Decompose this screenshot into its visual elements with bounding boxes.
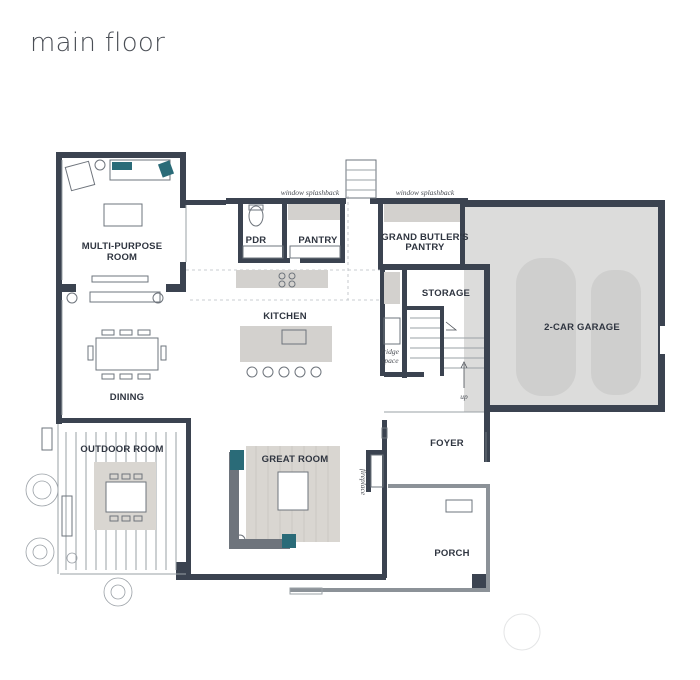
outdoor-table-icon — [105, 481, 147, 513]
label-porch: PORCH — [434, 548, 469, 559]
label-multi-purpose-2: ROOM — [107, 252, 137, 263]
label-pdr: PDR — [246, 235, 267, 246]
pantry-shelf — [288, 204, 340, 220]
note-fireplace: fireplace — [359, 469, 368, 496]
stairs — [410, 317, 484, 388]
fridge-space — [383, 317, 401, 345]
vanity-icon — [242, 245, 284, 259]
plan-notes: window splashback window splashback frid… — [281, 188, 468, 496]
room-labels: MULTI-PURPOSE ROOM PDR PANTRY GRAND BUTL… — [80, 232, 619, 559]
dining-table-icon — [95, 337, 159, 371]
armchair-icon — [64, 160, 96, 192]
fridge-counter — [384, 272, 400, 304]
cooktop-icon — [278, 272, 286, 280]
car-left-icon — [516, 258, 576, 396]
note-fridge-1: fridge — [381, 347, 400, 356]
tree-icon — [25, 473, 133, 607]
sink-icon — [281, 329, 307, 345]
kitchen-fixtures — [236, 270, 401, 378]
label-multi-purpose-1: MULTI-PURPOSE — [82, 241, 163, 252]
label-kitchen: KITCHEN — [263, 311, 307, 322]
bench-icon — [61, 495, 73, 537]
label-dining: DINING — [110, 392, 144, 403]
label-pantry: PANTRY — [298, 235, 338, 246]
sectional-sofa-icon — [229, 452, 290, 549]
label-storage: STORAGE — [422, 288, 470, 299]
garage-area — [460, 200, 665, 412]
multi-purpose-furniture — [64, 159, 175, 304]
sideboard-icon — [89, 291, 161, 303]
great-room-furniture — [229, 427, 388, 549]
label-foyer: FOYER — [430, 438, 464, 449]
coffee-table-icon — [103, 203, 143, 227]
rear-steps-icon — [345, 159, 377, 199]
page-title: main floor — [30, 28, 166, 58]
walls — [56, 152, 490, 592]
outdoor-room — [25, 427, 177, 607]
label-grand-butlers-1: GRAND BUTLER'S — [381, 232, 468, 243]
porch-details — [345, 159, 541, 651]
accent-chair-icon — [230, 450, 244, 470]
label-outdoor-room: OUTDOOR ROOM — [80, 444, 163, 455]
note-splashback-right: window splashback — [396, 188, 455, 197]
note-stair-up: up — [460, 392, 468, 401]
label-garage: 2-CAR GARAGE — [544, 322, 620, 333]
step-icon — [41, 427, 53, 451]
butler-shelf — [384, 204, 460, 222]
note-splashback-left: window splashback — [281, 188, 340, 197]
fireplace-icon — [370, 454, 384, 488]
compass-icon — [503, 613, 541, 651]
porch-bench-icon — [445, 499, 473, 513]
toilet-icon — [248, 205, 264, 227]
note-fridge-2: space — [381, 356, 399, 365]
plant-icon — [66, 292, 78, 304]
tv-console-icon — [91, 275, 149, 283]
pdr-pantry-fixtures — [242, 204, 460, 259]
car-right-icon — [591, 270, 641, 395]
label-great-room: GREAT ROOM — [262, 454, 329, 465]
bar-stools — [246, 366, 322, 378]
dining-furniture — [87, 329, 167, 380]
coffee-table-icon — [277, 471, 309, 511]
label-grand-butlers-2: PANTRY — [405, 242, 445, 253]
